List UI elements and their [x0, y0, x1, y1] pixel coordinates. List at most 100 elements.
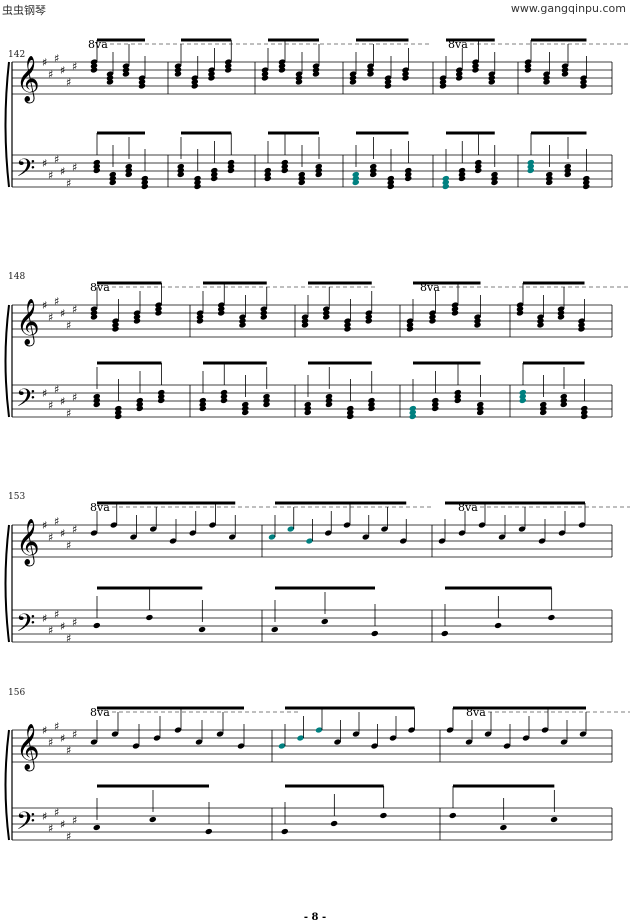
sharp-icon: ♯	[42, 387, 47, 400]
note-head	[130, 534, 137, 540]
note-head	[295, 79, 303, 85]
note-head	[406, 318, 414, 324]
sharp-icon: ♯	[42, 724, 47, 737]
note-head	[330, 820, 338, 827]
note-head	[149, 526, 157, 532]
sharp-icon: ♯	[48, 68, 53, 81]
note-head	[191, 83, 199, 89]
note-head	[297, 735, 304, 741]
note-head	[557, 306, 565, 312]
note-head	[578, 522, 586, 528]
note-head	[227, 163, 235, 170]
note-head	[264, 171, 272, 178]
site-logo-text: 虫虫钢琴	[2, 4, 46, 17]
sharp-icon: ♯	[42, 612, 47, 625]
note-head	[365, 310, 373, 316]
note-head	[439, 75, 447, 81]
note-head	[125, 171, 133, 178]
note-head	[404, 175, 412, 182]
note-head	[306, 538, 313, 544]
note-head	[228, 534, 236, 540]
note-head	[545, 179, 553, 186]
note-head	[281, 159, 289, 166]
note-head	[367, 63, 374, 69]
note-head	[177, 167, 185, 174]
note-head	[488, 79, 496, 85]
note-head	[381, 526, 388, 532]
note-head	[454, 389, 462, 396]
note-head	[298, 179, 306, 186]
note-head	[516, 306, 524, 312]
note-head	[346, 413, 354, 420]
note-head	[263, 393, 270, 400]
note-head	[367, 67, 374, 73]
note-head	[431, 401, 439, 408]
note-head	[519, 389, 527, 396]
note-head	[315, 171, 323, 178]
note-head	[325, 393, 333, 400]
note-head	[399, 538, 407, 544]
note-head	[217, 310, 225, 316]
note-head	[220, 389, 228, 396]
sharp-icon: ♯	[54, 52, 59, 65]
note-head	[349, 79, 357, 85]
note-head	[287, 526, 295, 532]
note-head	[344, 322, 351, 328]
note-head	[578, 326, 585, 332]
note-head	[324, 530, 332, 536]
note-head	[315, 167, 323, 174]
note-head	[194, 183, 201, 190]
note-head	[312, 67, 320, 73]
sharp-icon: ♯	[48, 399, 53, 412]
note-head	[109, 175, 117, 182]
note-head	[384, 75, 392, 81]
note-head	[141, 183, 149, 190]
sharp-icon: ♯	[66, 76, 71, 89]
note-head	[474, 163, 482, 170]
note-head	[442, 183, 450, 190]
note-head	[196, 318, 204, 324]
note-head	[133, 318, 141, 324]
note-head	[368, 401, 375, 408]
note-head	[564, 167, 572, 174]
note-head	[155, 302, 162, 308]
sharp-icon: ♯	[72, 60, 77, 73]
sharp-icon: ♯	[72, 391, 77, 404]
note-head	[93, 622, 101, 629]
note-head	[402, 71, 409, 77]
note-head	[239, 314, 246, 320]
note-head	[442, 175, 450, 182]
note-head	[429, 310, 436, 316]
note-head	[174, 63, 182, 69]
note-head	[93, 163, 101, 170]
sharp-icon: ♯	[60, 165, 65, 178]
note-head	[114, 409, 122, 416]
note-head	[224, 63, 232, 69]
note-head	[476, 409, 484, 416]
note-head	[402, 67, 409, 73]
note-head	[298, 171, 306, 178]
note-head	[564, 163, 572, 170]
note-head	[474, 167, 482, 174]
note-head	[431, 405, 439, 412]
note-head	[216, 731, 224, 737]
note-head	[220, 393, 228, 400]
note-head	[189, 530, 197, 536]
sharp-icon: ♯	[54, 515, 59, 528]
brace	[4, 524, 10, 643]
note-head	[133, 310, 141, 316]
note-head	[90, 314, 98, 320]
note-head	[369, 167, 377, 174]
note-head	[539, 405, 547, 412]
note-head	[561, 63, 569, 69]
note-head	[431, 397, 439, 404]
note-head	[408, 727, 415, 733]
sharp-icon: ♯	[60, 395, 65, 408]
sharp-icon: ♯	[42, 299, 47, 312]
note-head	[524, 63, 532, 69]
sharp-icon: ♯	[66, 830, 71, 843]
note-head	[368, 397, 375, 404]
note-head	[406, 322, 414, 328]
note-head	[451, 302, 459, 308]
note-head	[465, 739, 473, 745]
